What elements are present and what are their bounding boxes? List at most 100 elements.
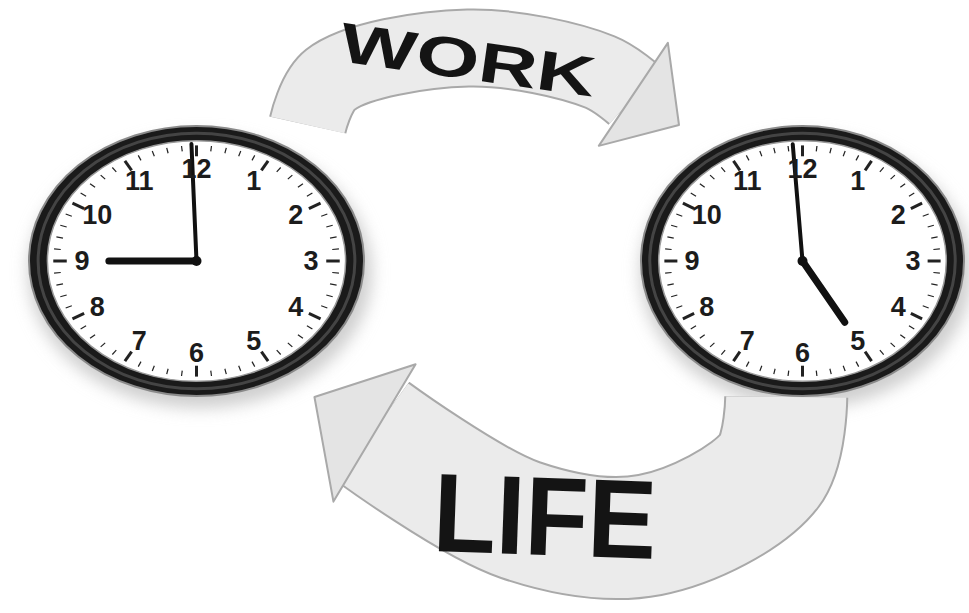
clock-tick [774,369,775,374]
clock-tick [138,362,141,367]
clock-number: 7 [740,328,755,355]
clock-tick [676,214,682,216]
clock-tick [261,352,268,361]
clock-tick [880,350,884,354]
clock-tick [665,248,671,250]
hour-hand [803,261,845,322]
clock-tick [746,155,749,160]
clock-tick [56,237,63,238]
clock-tick [252,362,255,367]
clock-tick [746,362,749,367]
clock-tick [665,272,671,274]
clock-tick [288,175,293,179]
clock-number: 1 [850,167,865,194]
clock-tick [923,214,929,216]
clock-tick [298,184,303,188]
clock-tick [298,335,303,339]
clock-tick [261,161,268,170]
clock-tick [911,203,922,208]
clock-tick [671,225,677,227]
clock-number: 12 [181,155,211,182]
clock-number: 11 [733,167,762,194]
clock-tick [891,343,895,347]
clock-tick [195,366,198,377]
clock-tick [181,371,183,376]
clock-ticks [53,145,339,376]
clock-tick [90,335,95,339]
clock-tick [691,193,696,196]
clock-tick [801,366,804,377]
clock-tick [664,260,677,263]
clock-tick [760,366,762,371]
clock-number: 6 [189,340,204,367]
clock-tick [181,146,183,151]
clock-tick [81,193,86,196]
clock-tick [676,306,682,308]
clock-tick [933,248,939,250]
clock-tick [239,366,241,371]
clock-number: 8 [699,294,714,321]
clock-tick [152,151,154,156]
clock-tick [856,362,859,367]
clock-tick [307,326,312,329]
clock-tick [54,248,61,250]
clock-tick [101,175,106,179]
clock-tick [667,237,673,238]
clock-tick [326,295,332,297]
hour-hand [109,258,197,265]
clock-tick [816,146,818,151]
clock-tick [923,306,929,308]
clock-tick [321,306,327,308]
clock-tick [66,214,72,216]
clock-number: 9 [684,248,699,275]
clock-tick [332,248,339,250]
clock-tick [225,148,226,153]
clock-number: 7 [132,328,147,355]
clock-tick [700,184,705,188]
clock-tick [933,272,939,274]
clock-tick [90,184,95,188]
clock-tick [721,350,725,354]
clock-tick [167,148,168,153]
clock-tick [309,313,321,318]
clock-tick [710,343,714,347]
clock-number: 3 [304,248,319,275]
clock-number: 2 [891,201,906,228]
clock-tick [671,295,677,297]
clock-tick [928,225,934,227]
clock-tick [931,237,937,238]
clock-tick [909,326,914,329]
clock-tick [700,335,705,339]
clock-tick [787,146,789,151]
clock-tick [909,193,914,196]
hand-pivot [798,256,808,266]
clock-dial [47,141,345,382]
clock-dial [659,141,947,382]
clock-tick [225,369,226,374]
clock-tick [733,352,740,361]
clock-tick [931,284,937,285]
clock-face: 121234567891011 [640,125,965,397]
clock-number: 1 [246,167,261,194]
clock-tick [277,167,281,171]
clock-tick [112,167,116,171]
clock-number: 4 [288,294,303,321]
clock-rim [641,126,964,396]
clock-number: 9 [74,248,89,275]
clock-tick [710,175,714,179]
arrow-label: WORK [337,14,599,105]
clock-tick [326,260,339,263]
clock-tick [691,326,696,329]
clock-tick [321,214,327,216]
clock-tick [667,284,673,285]
clock-tick [101,343,106,347]
arrow-head [314,364,415,501]
clock-tick [865,161,872,170]
clock-tick [816,371,818,376]
arrow-head [599,43,679,146]
hand-pivot [192,256,202,266]
clock-tick [56,284,63,285]
clock-tick [865,352,872,361]
